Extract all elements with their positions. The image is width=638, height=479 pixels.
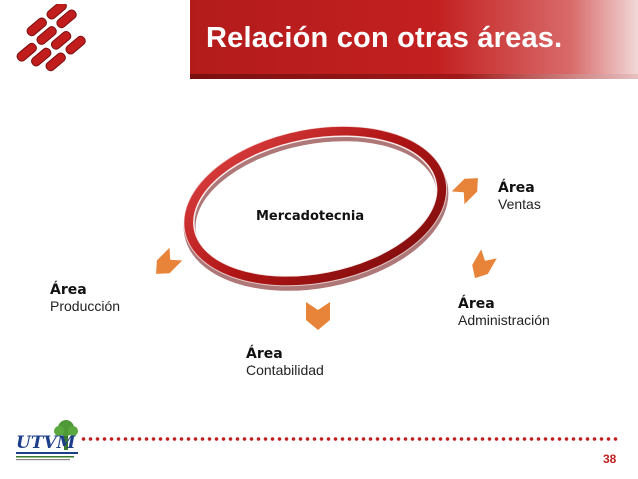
arrow-ventas-icon (451, 178, 478, 205)
area-administracion: Área Administración (458, 296, 550, 328)
area-heading: Área (246, 346, 283, 362)
area-heading: Área (458, 296, 495, 312)
area-produccion: Área Producción (50, 282, 120, 314)
tree-icon (54, 420, 78, 450)
area-ventas: Área Ventas (498, 180, 541, 212)
area-heading: Área (50, 282, 87, 298)
ring-shape (183, 125, 449, 291)
area-name: Administración (458, 312, 550, 328)
area-name: Producción (50, 298, 121, 314)
arrow-administracion-icon (472, 249, 497, 279)
title-banner (190, 0, 638, 74)
center-label: Mercadotecnia (256, 209, 365, 224)
footer-dotted-divider (80, 436, 618, 442)
brand-logo (16, 4, 86, 72)
area-name: Contabilidad (246, 362, 324, 378)
area-name: Ventas (498, 196, 541, 212)
area-contabilidad: Área Contabilidad (246, 346, 324, 378)
arrow-contabilidad-icon (306, 302, 330, 330)
svg-text:UTVM: UTVM (16, 433, 77, 453)
slide-title: Relación con otras áreas. (206, 22, 563, 54)
page-number: 38 (603, 452, 617, 466)
utvm-logo: UTVM (16, 420, 78, 461)
title-banner-shadow (190, 74, 638, 79)
arrow-produccion-icon (156, 247, 183, 274)
area-heading: Área (498, 180, 535, 196)
